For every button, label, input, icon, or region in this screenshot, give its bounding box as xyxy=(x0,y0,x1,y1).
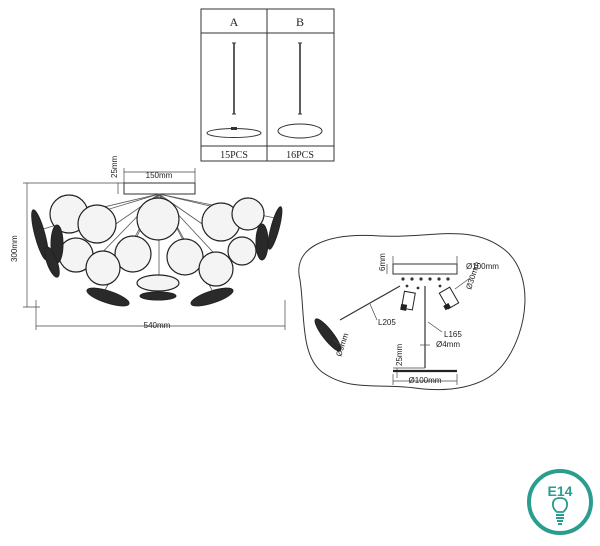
long-arm xyxy=(339,285,401,321)
rod-b-icon xyxy=(298,42,302,115)
dim-rod-height: 25mm xyxy=(395,343,404,366)
detail-canopy xyxy=(392,263,458,275)
dim-rod-diameter: Ø4mm xyxy=(436,340,460,349)
disc-b-icon xyxy=(277,123,323,139)
dim-detail-canopy-height: 6mm xyxy=(378,253,387,271)
badge-ring xyxy=(527,469,593,535)
column-b-header: B xyxy=(296,15,304,29)
lamp-discs xyxy=(31,194,283,307)
e14-badge: E14 xyxy=(527,469,593,535)
dim-total-height: 300mm xyxy=(10,235,19,262)
quantity-b: 16PCS xyxy=(286,150,314,161)
dim-canopy-width: 150mm xyxy=(146,171,173,180)
column-a-header: A xyxy=(230,15,239,29)
canopy xyxy=(123,182,196,195)
detail-disc xyxy=(314,318,342,352)
detail-view: Ø100mm 6mm Ø30mm L205 Ø9mm xyxy=(298,233,526,391)
quantity-a: 15PCS xyxy=(220,150,248,161)
rod-a-icon xyxy=(232,42,236,115)
socket-icon xyxy=(400,286,460,311)
dim-total-width: 540mm xyxy=(144,321,171,330)
disc-a-icon xyxy=(206,127,262,138)
detail-outline xyxy=(298,233,526,391)
bulb-icon xyxy=(551,497,569,525)
canopy-holes xyxy=(401,277,450,290)
dim-long-arm: L205 xyxy=(378,318,396,327)
dim-base-diameter: Ø100mm xyxy=(409,376,442,385)
dim-detail-canopy-diameter: Ø100mm xyxy=(466,262,499,271)
dim-canopy-height: 25mm xyxy=(110,155,119,178)
dim-short-arm: L165 xyxy=(444,330,462,339)
front-view: 150mm 25mm xyxy=(10,155,286,330)
badge-label: E14 xyxy=(548,483,573,499)
dim-disc-diameter: Ø9mm xyxy=(334,332,350,358)
parts-table: A B 15PCS 16PCS xyxy=(200,8,335,162)
